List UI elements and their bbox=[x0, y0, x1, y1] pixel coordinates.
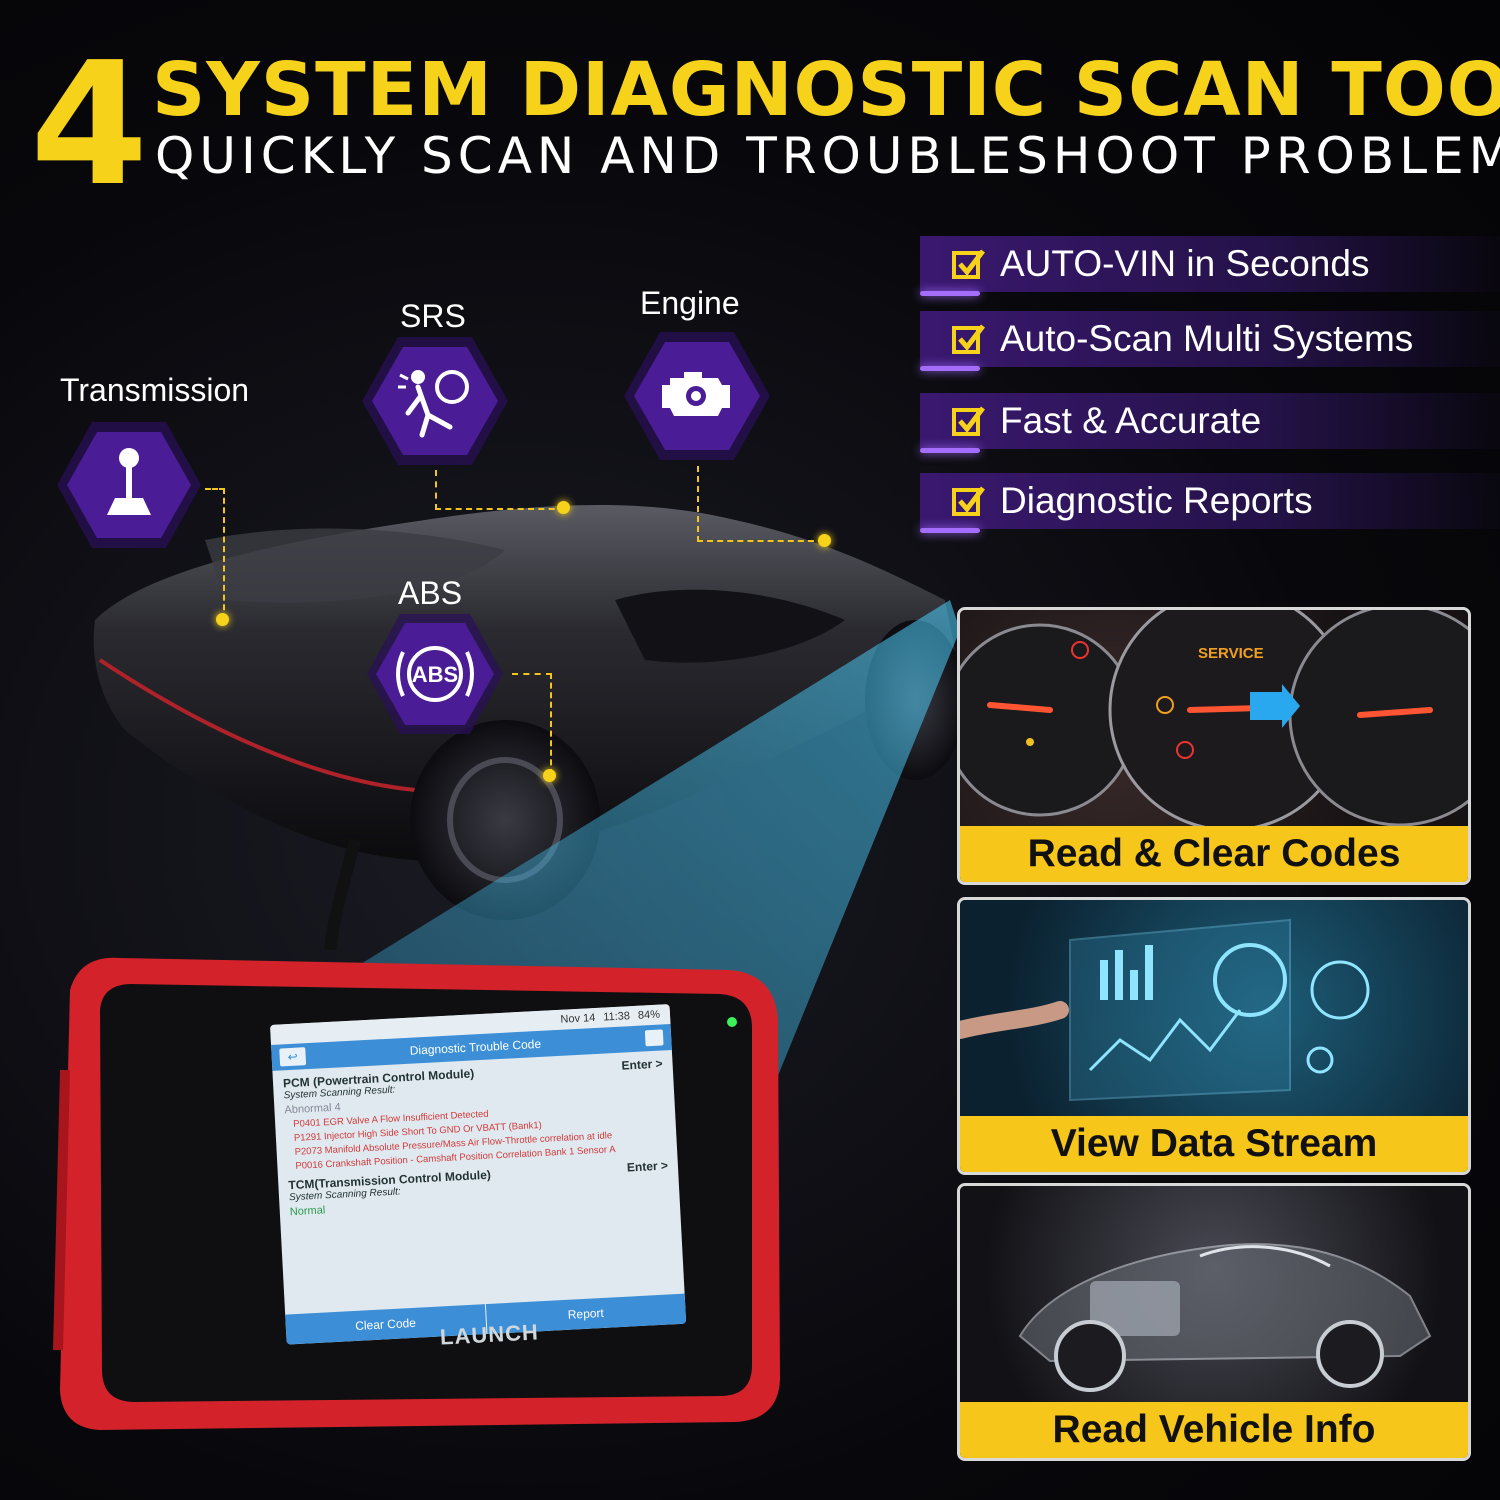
data-stream-graphic bbox=[960, 918, 1370, 1102]
headline-subtitle: QUICKLY SCAN AND TROUBLESHOOT PROBLEMS bbox=[155, 127, 1500, 185]
panel-read-vehicle-info: Read Vehicle Info bbox=[957, 1183, 1471, 1461]
engine-icon bbox=[624, 332, 770, 460]
feature-label: Auto-Scan Multi Systems bbox=[1000, 318, 1414, 359]
panel-view-data-stream: View Data Stream bbox=[957, 897, 1471, 1175]
back-icon[interactable]: ↩ bbox=[279, 1047, 307, 1067]
panel-read-clear-codes: SERVICE Read & Clear Codes bbox=[957, 607, 1471, 885]
device-brand-logo: LAUNCH bbox=[439, 1319, 540, 1350]
exit-icon[interactable] bbox=[644, 1029, 664, 1047]
gauges-graphic: SERVICE bbox=[960, 610, 1468, 826]
feature-underline bbox=[920, 528, 980, 533]
dot-srs bbox=[557, 501, 570, 514]
dot-abs bbox=[543, 769, 556, 782]
feature-underline bbox=[920, 366, 980, 371]
feature-item: Auto-Scan Multi Systems bbox=[920, 311, 1500, 371]
leader-transmission bbox=[205, 488, 225, 620]
checkbox-icon bbox=[952, 486, 985, 516]
panel-caption: Read Vehicle Info bbox=[960, 1402, 1468, 1458]
status-date: Nov 14 bbox=[560, 1011, 596, 1026]
leader-abs bbox=[512, 673, 552, 775]
checkbox-icon bbox=[952, 324, 985, 354]
transmission-label: Transmission bbox=[60, 372, 250, 408]
airbag-icon bbox=[362, 337, 508, 465]
dot-transmission bbox=[216, 613, 229, 626]
panel-caption: View Data Stream bbox=[960, 1116, 1468, 1172]
headline-title: SYSTEM DIAGNOSTIC SCAN TOOL bbox=[152, 47, 1500, 133]
status-time: 11:38 bbox=[603, 1010, 631, 1024]
abs-label: ABS bbox=[398, 575, 463, 611]
gear-shift-icon bbox=[57, 422, 201, 548]
xray-car-image bbox=[960, 1186, 1468, 1402]
engine-label: Engine bbox=[640, 285, 740, 321]
feature-underline bbox=[920, 448, 980, 453]
xray-car-graphic bbox=[1018, 1243, 1432, 1392]
device-screen: Nov 14 11:38 84% ↩ Diagnostic Trouble Co… bbox=[270, 1004, 687, 1345]
feature-label: Diagnostic Reports bbox=[1000, 480, 1313, 521]
checkbox-icon bbox=[952, 249, 985, 279]
checkbox-icon bbox=[952, 406, 985, 436]
abs-icon: ABS bbox=[367, 614, 503, 734]
enter-link[interactable]: Enter > bbox=[626, 1158, 669, 1175]
feature-label: Fast & Accurate bbox=[1000, 400, 1262, 441]
enter-link[interactable]: Enter > bbox=[621, 1056, 663, 1073]
battery-level: 84% bbox=[637, 1008, 661, 1022]
gauge-service-text: SERVICE bbox=[1198, 645, 1264, 662]
dashboard-gauges-image: SERVICE bbox=[960, 610, 1468, 826]
leader-engine bbox=[697, 466, 824, 542]
data-stream-image bbox=[960, 900, 1468, 1116]
headline-number: 4 bbox=[30, 26, 148, 224]
srs-label: SRS bbox=[400, 298, 466, 334]
panel-caption: Read & Clear Codes bbox=[960, 826, 1468, 882]
dot-engine bbox=[818, 534, 831, 547]
feature-item: Diagnostic Reports bbox=[920, 473, 1500, 533]
feature-label: AUTO-VIN in Seconds bbox=[1000, 243, 1370, 284]
feature-underline bbox=[920, 291, 980, 296]
feature-item: AUTO-VIN in Seconds bbox=[920, 236, 1500, 296]
abs-icon-text: ABS bbox=[412, 662, 458, 687]
feature-item: Fast & Accurate bbox=[920, 393, 1500, 453]
leader-srs bbox=[435, 470, 565, 510]
